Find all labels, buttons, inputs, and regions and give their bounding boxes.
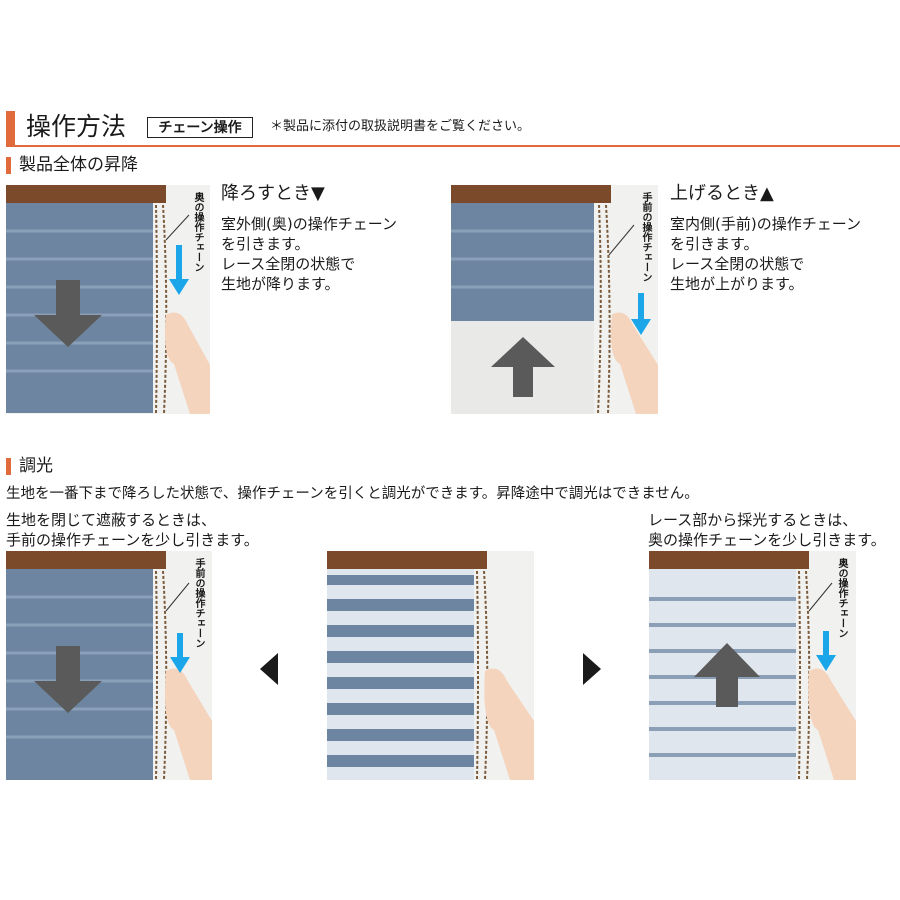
raising-line-1: 室内側(手前)の操作チェーン — [670, 215, 861, 233]
section1-title: 製品全体の昇降 — [19, 155, 138, 175]
dimming-left-line-1: 生地を閉じて遮蔽するときは、 — [6, 511, 217, 529]
manual-note: ＊製品に添付の取扱説明書をご覧ください。 — [270, 119, 531, 134]
dimming-right-line-2: 奥の操作チェーンを少し引きます。 — [648, 531, 886, 549]
lowering-line-4: 生地が降ります。 — [221, 275, 340, 293]
closed-dimming-photo — [6, 551, 212, 780]
blue-down-arrow-icon — [170, 657, 190, 673]
title-accent-bar — [6, 111, 15, 145]
blue-down-arrow-icon — [816, 655, 836, 671]
section2-accent-bar — [6, 458, 11, 475]
raising-heading: 上げるとき▲ — [670, 183, 774, 204]
raising-line-2: を引きます。 — [670, 235, 759, 253]
header-divider — [6, 145, 900, 147]
chain-label-back-1: 奥の操作チェーン — [192, 192, 203, 272]
blue-down-arrow-icon — [631, 319, 651, 335]
section1-accent-bar — [6, 157, 11, 174]
blue-down-arrow-icon — [169, 279, 189, 295]
dimming-description: 生地を一番下まで降ろした状態で、操作チェーンを引くと調光ができます。昇降途中で調… — [6, 486, 699, 502]
chain-label-back-2: 奥の操作チェーン — [836, 558, 847, 638]
right-triangle-icon — [583, 653, 601, 685]
down-arrow-icon — [34, 280, 102, 347]
raising-photo — [451, 185, 658, 414]
lowering-line-1: 室外側(奥)の操作チェーン — [221, 215, 397, 233]
up-arrow-icon — [694, 643, 760, 707]
page-title: 操作方法 — [26, 112, 127, 141]
down-arrow-icon — [34, 646, 102, 713]
lowering-line-3: レース全閉の状態で — [221, 255, 356, 273]
up-arrow-icon — [491, 337, 555, 397]
chain-label-front-1: 手前の操作チェーン — [640, 192, 651, 282]
chain-label-front-2: 手前の操作チェーン — [193, 558, 204, 648]
left-triangle-icon — [260, 653, 278, 685]
lowering-line-2: を引きます。 — [221, 235, 310, 253]
chain-operation-badge: チェーン操作 — [147, 117, 253, 138]
middle-dimming-photo — [327, 551, 534, 780]
lowering-photo — [6, 185, 210, 414]
dimming-right-line-1: レース部から採光するときは、 — [648, 511, 858, 529]
section2-title: 調光 — [19, 456, 53, 476]
lowering-heading: 降ろすとき▼ — [221, 183, 325, 204]
open-dimming-photo — [649, 551, 856, 780]
raising-line-3: レース全閉の状態で — [670, 255, 805, 273]
dimming-left-line-2: 手前の操作チェーンを少し引きます。 — [6, 531, 259, 549]
raising-line-4: 生地が上がります。 — [670, 275, 804, 293]
